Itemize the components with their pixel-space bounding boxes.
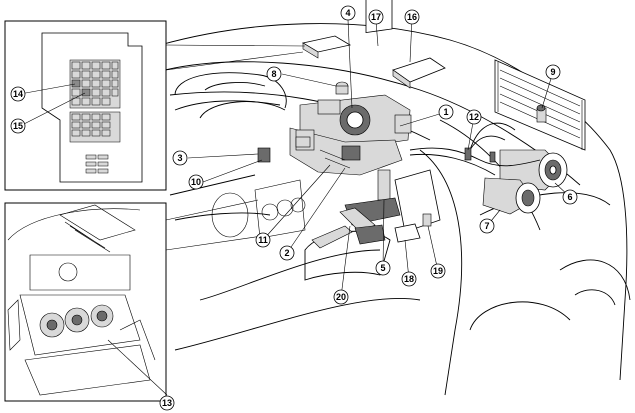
- callout-20: 20: [333, 289, 349, 305]
- callout-17: 17: [368, 9, 384, 25]
- svg-text:3: 3: [177, 153, 182, 163]
- callout-11: 11: [255, 232, 271, 248]
- magnetic-clutch: [482, 177, 541, 215]
- callout-14: 14: [10, 86, 26, 102]
- callout-5: 5: [375, 260, 391, 276]
- svg-text:1: 1: [443, 107, 448, 117]
- svg-text:18: 18: [404, 274, 414, 284]
- svg-text:6: 6: [567, 192, 572, 202]
- refrigerant-line: [409, 147, 541, 167]
- callout-12: 12: [466, 109, 482, 125]
- svg-text:10: 10: [191, 177, 201, 187]
- svg-text:4: 4: [345, 8, 350, 18]
- callout-8: 8: [266, 66, 282, 82]
- leader-inset1-top: [165, 44, 306, 47]
- svg-text:13: 13: [162, 398, 172, 408]
- inset-fuse-block: [4, 20, 167, 191]
- svg-text:14: 14: [13, 89, 23, 99]
- callout-18: 18: [401, 271, 417, 287]
- callout-19: 19: [430, 263, 446, 279]
- svg-text:16: 16: [407, 12, 417, 22]
- evaporator-area: [311, 169, 441, 249]
- callout-3: 3: [172, 150, 188, 166]
- pressure-switch: [464, 147, 472, 161]
- svg-text:5: 5: [380, 263, 385, 273]
- svg-text:7: 7: [484, 221, 489, 231]
- svg-text:20: 20: [336, 292, 346, 302]
- svg-text:17: 17: [371, 12, 381, 22]
- svg-text:11: 11: [258, 235, 268, 245]
- svg-text:12: 12: [469, 112, 479, 122]
- svg-text:2: 2: [284, 248, 289, 258]
- svg-text:19: 19: [433, 266, 443, 276]
- callout-1: 1: [438, 104, 454, 120]
- refrigerant-pressure-switch: [536, 104, 547, 123]
- callout-15: 15: [10, 118, 26, 134]
- vehicle-body-outline: [159, 23, 631, 396]
- callout-13: 13: [159, 395, 175, 411]
- svg-text:8: 8: [271, 69, 276, 79]
- callout-10: 10: [188, 174, 204, 190]
- callout-4: 4: [340, 5, 356, 21]
- leader-lines: [107, 17, 571, 396]
- cabin-temperature-sensor: [257, 147, 271, 163]
- svg-text:15: 15: [13, 121, 23, 131]
- svg-text:9: 9: [550, 67, 555, 77]
- callout-16: 16: [404, 9, 420, 25]
- callout-7: 7: [479, 218, 495, 234]
- dash-climate-panel: [254, 179, 306, 239]
- compressor: [499, 149, 568, 191]
- callout-6: 6: [562, 189, 578, 205]
- leader-inset2-top: [165, 199, 259, 221]
- callout-2: 2: [279, 245, 295, 261]
- solar-radiation-sensor: [335, 81, 349, 95]
- callout-9: 9: [545, 64, 561, 80]
- inset-control-panel: [4, 202, 167, 402]
